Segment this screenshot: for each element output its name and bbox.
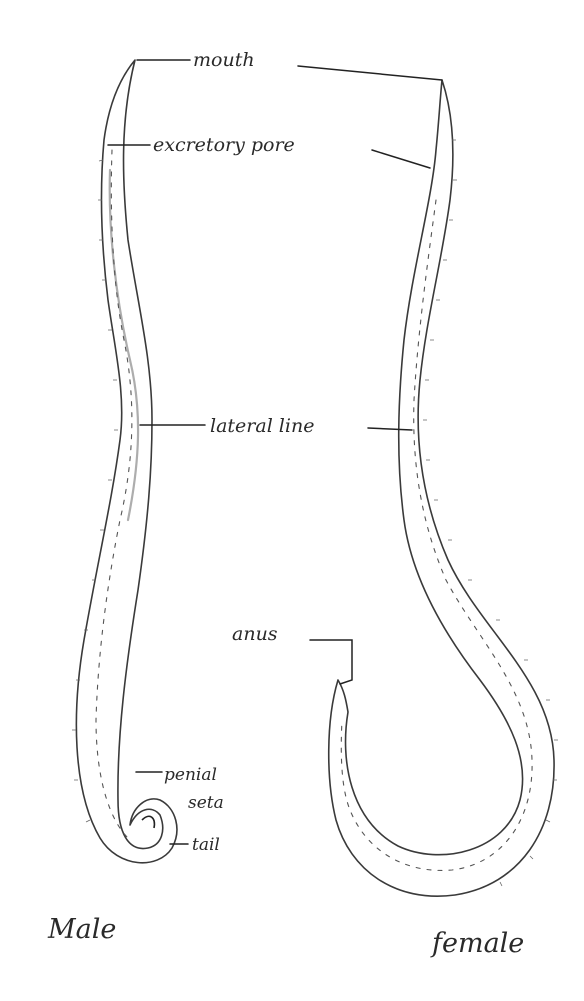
leader-lines [107,59,443,845]
lateral-line-leader-right [367,427,413,431]
anus-leader [309,639,353,685]
caption-female: female [430,928,524,959]
label-excretory-pore: excretory pore [153,134,295,156]
male-cuticle-ticks [72,159,118,823]
penial-seta-mark [141,815,156,829]
label-seta: seta [188,793,224,813]
male-worm [72,59,178,864]
label-penial: penial [164,765,217,785]
mouth-leader-right [297,65,443,81]
label-lateral-line: lateral line [210,415,314,437]
male-body-outline [75,59,178,864]
label-mouth: mouth [193,49,255,71]
female-worm [327,79,558,897]
male-shading [108,168,140,522]
label-anus: anus [232,623,278,645]
caption-male: Male [47,914,116,945]
excretory-pore-leader-right [371,149,431,169]
female-body-outline [327,79,555,897]
female-cuticle-ticks [423,139,558,887]
label-tail: tail [192,835,220,855]
female-dashed-line [340,199,533,871]
male-dashed-line [95,149,133,839]
